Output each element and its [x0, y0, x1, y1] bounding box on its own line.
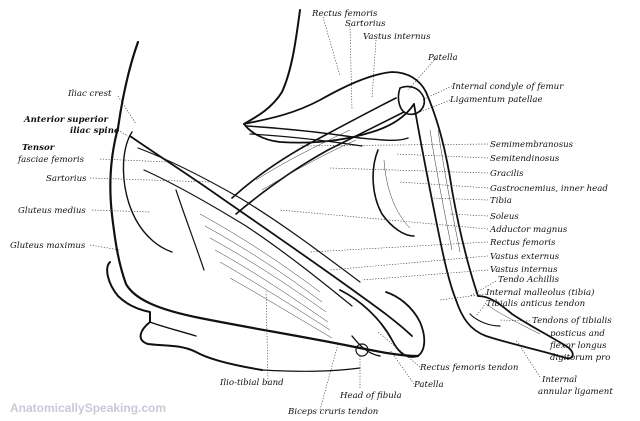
label-gluteus-medius: Gluteus medius [18, 206, 86, 216]
label-sartorius-top: Sartorius [345, 19, 386, 29]
label-tendons-tibialis: Tendons of tibialis [532, 316, 612, 326]
label-vastus-internus-top: Vastus internus [363, 32, 431, 42]
label-gluteus-maximus: Gluteus maximus [10, 241, 86, 251]
label-tendo-achillis: Tendo Achillis [498, 275, 560, 285]
label-adductor-magnus: Adductor magnus [489, 225, 568, 235]
label-annular-ligament: annular ligament [538, 387, 613, 397]
label-internal-condyle: Internal condyle of femur [451, 82, 564, 92]
label-vastus-externus: Vastus externus [490, 252, 560, 262]
label-internal: Internal [541, 375, 577, 385]
label-iliac-spine: iliac spine [70, 126, 120, 136]
label-iliac-crest: Iliac crest [67, 89, 112, 99]
labels: Iliac crest Anterior superior iliac spin… [10, 9, 613, 417]
label-patella-bottom: Patella [413, 380, 444, 390]
label-tibia: Tibia [490, 196, 512, 206]
label-rectus-femoris-tendon: Rectus femoris tendon [419, 363, 518, 373]
label-gracilis: Gracilis [490, 169, 524, 179]
label-semimembranosus: Semimembranosus [490, 140, 574, 150]
watermark: AnatomicallySpeaking.com [10, 401, 166, 415]
label-patella-top: Patella [427, 53, 458, 63]
label-sartorius-left: Sartorius [46, 174, 87, 184]
label-head-of-fibula: Head of fibula [339, 391, 402, 401]
label-anterior-superior: Anterior superior [23, 115, 109, 125]
label-rectus-femoris-mid: Rectus femoris [489, 238, 556, 248]
label-ilio-tibial: Ilio-tibial band [219, 378, 284, 388]
label-posticus-and: posticus and [550, 329, 605, 339]
label-semitendinosus: Semitendinosus [490, 154, 560, 164]
label-biceps-cruris: Biceps cruris tendon [287, 407, 378, 417]
label-tibialis-anticus: Tibialis anticus tendon [486, 299, 585, 309]
label-soleus: Soleus [490, 212, 519, 222]
leader-lines [89, 16, 541, 411]
label-internal-malleolus: Internal malleolus (tibia) [485, 287, 594, 298]
label-tensor: Tensor [22, 143, 56, 153]
label-flexor-longus: flexor longus [549, 341, 607, 351]
label-vastus-internus-mid: Vastus internus [490, 265, 558, 275]
label-fasciae-femoris: fasciae femoris [17, 155, 85, 165]
label-digitorum: digitorum pro [550, 353, 610, 363]
leg-drawing [106, 9, 574, 372]
label-rectus-femoris-top: Rectus femoris [311, 9, 378, 19]
label-ligamentum-patellae: Ligamentum patellae [449, 95, 543, 105]
label-gastrocnemius: Gastrocnemius, inner head [490, 184, 608, 194]
